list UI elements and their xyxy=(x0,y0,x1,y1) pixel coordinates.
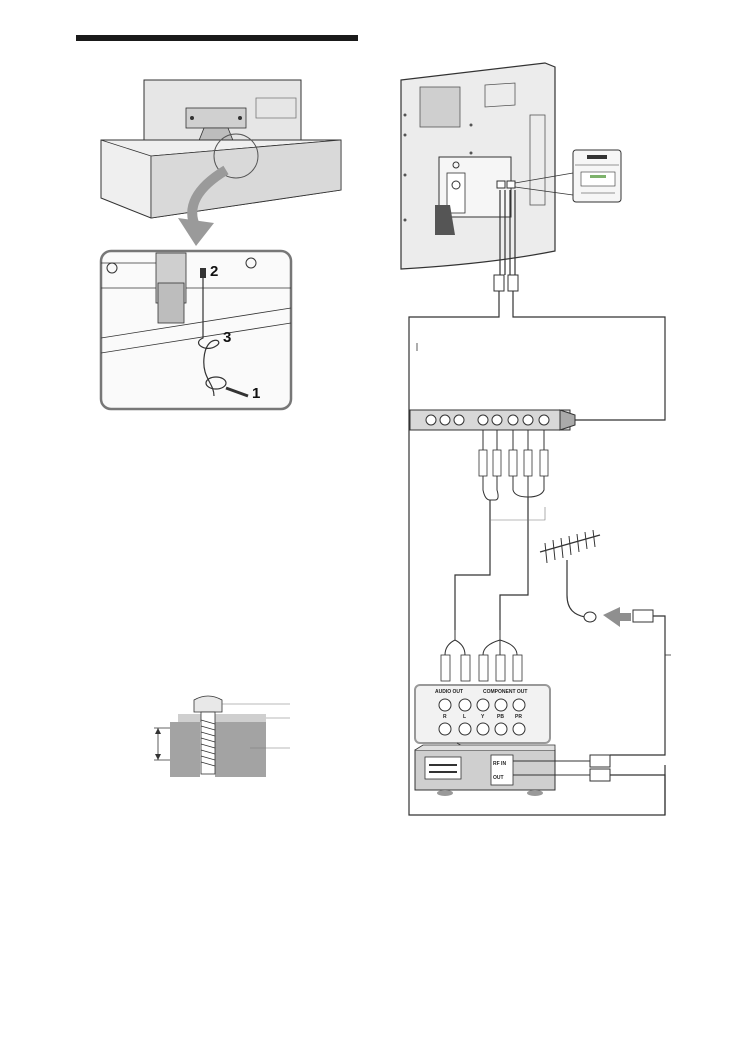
rf-out-label: OUT xyxy=(493,775,504,781)
section-heading-rule xyxy=(76,35,358,41)
rf-in-label: RF IN xyxy=(493,761,506,767)
jack-letter-pb: PB xyxy=(497,714,504,720)
jack-letter-r: R xyxy=(443,714,447,720)
screw-depth-diagram xyxy=(154,695,290,777)
callout-2: 2 xyxy=(210,263,218,280)
tv-stand-fastening-illustration: 2 3 1 xyxy=(99,79,342,411)
callout-3: 3 xyxy=(223,329,231,346)
audio-out-label: AUDIO OUT xyxy=(435,689,463,695)
component-out-label: COMPONENT OUT xyxy=(483,689,527,695)
jack-letter-pr: PR xyxy=(515,714,522,720)
callout-1: 1 xyxy=(252,385,260,402)
jack-letter-y: Y xyxy=(481,714,485,720)
jack-letter-l: L xyxy=(463,714,466,720)
connection-diagram: AUDIO OUT COMPONENT OUT R L Y PB PR RF I… xyxy=(400,62,671,816)
